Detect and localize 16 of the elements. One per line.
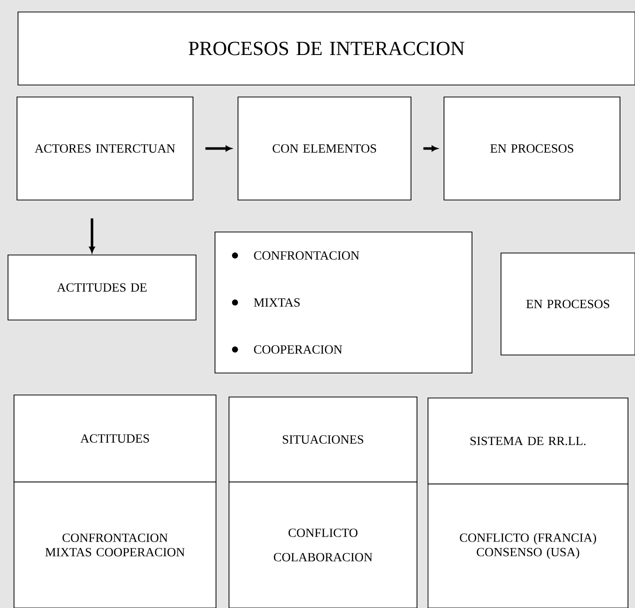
process-box: CON ELEMENTOS bbox=[238, 96, 412, 200]
arrow bbox=[423, 146, 438, 152]
process-box: ACTORES INTERCTUAN bbox=[16, 96, 194, 200]
process-box: CONFLICTO (FRANCIA) CONSENSO (USA) bbox=[428, 484, 628, 608]
process-box: EN PROCESOS bbox=[500, 252, 635, 356]
list-box: CONFRONTACION MIXTAS COOPERACION bbox=[214, 232, 472, 374]
arrow bbox=[205, 146, 232, 152]
process-box: ACTITUDES bbox=[14, 394, 216, 482]
title-box: PROCESOS DE INTERACCION bbox=[18, 12, 635, 86]
arrow bbox=[89, 218, 95, 253]
process-box: CONFRONTACION MIXTAS COOPERACION bbox=[14, 482, 216, 608]
process-box: SITUACIONES bbox=[228, 396, 418, 482]
process-box: CONFLICTO COLABORACION bbox=[228, 482, 418, 608]
process-box: ACTITUDES DE bbox=[8, 254, 196, 320]
process-box: EN PROCESOS bbox=[444, 96, 620, 200]
process-box: SISTEMA DE RR.LL. bbox=[428, 398, 628, 484]
